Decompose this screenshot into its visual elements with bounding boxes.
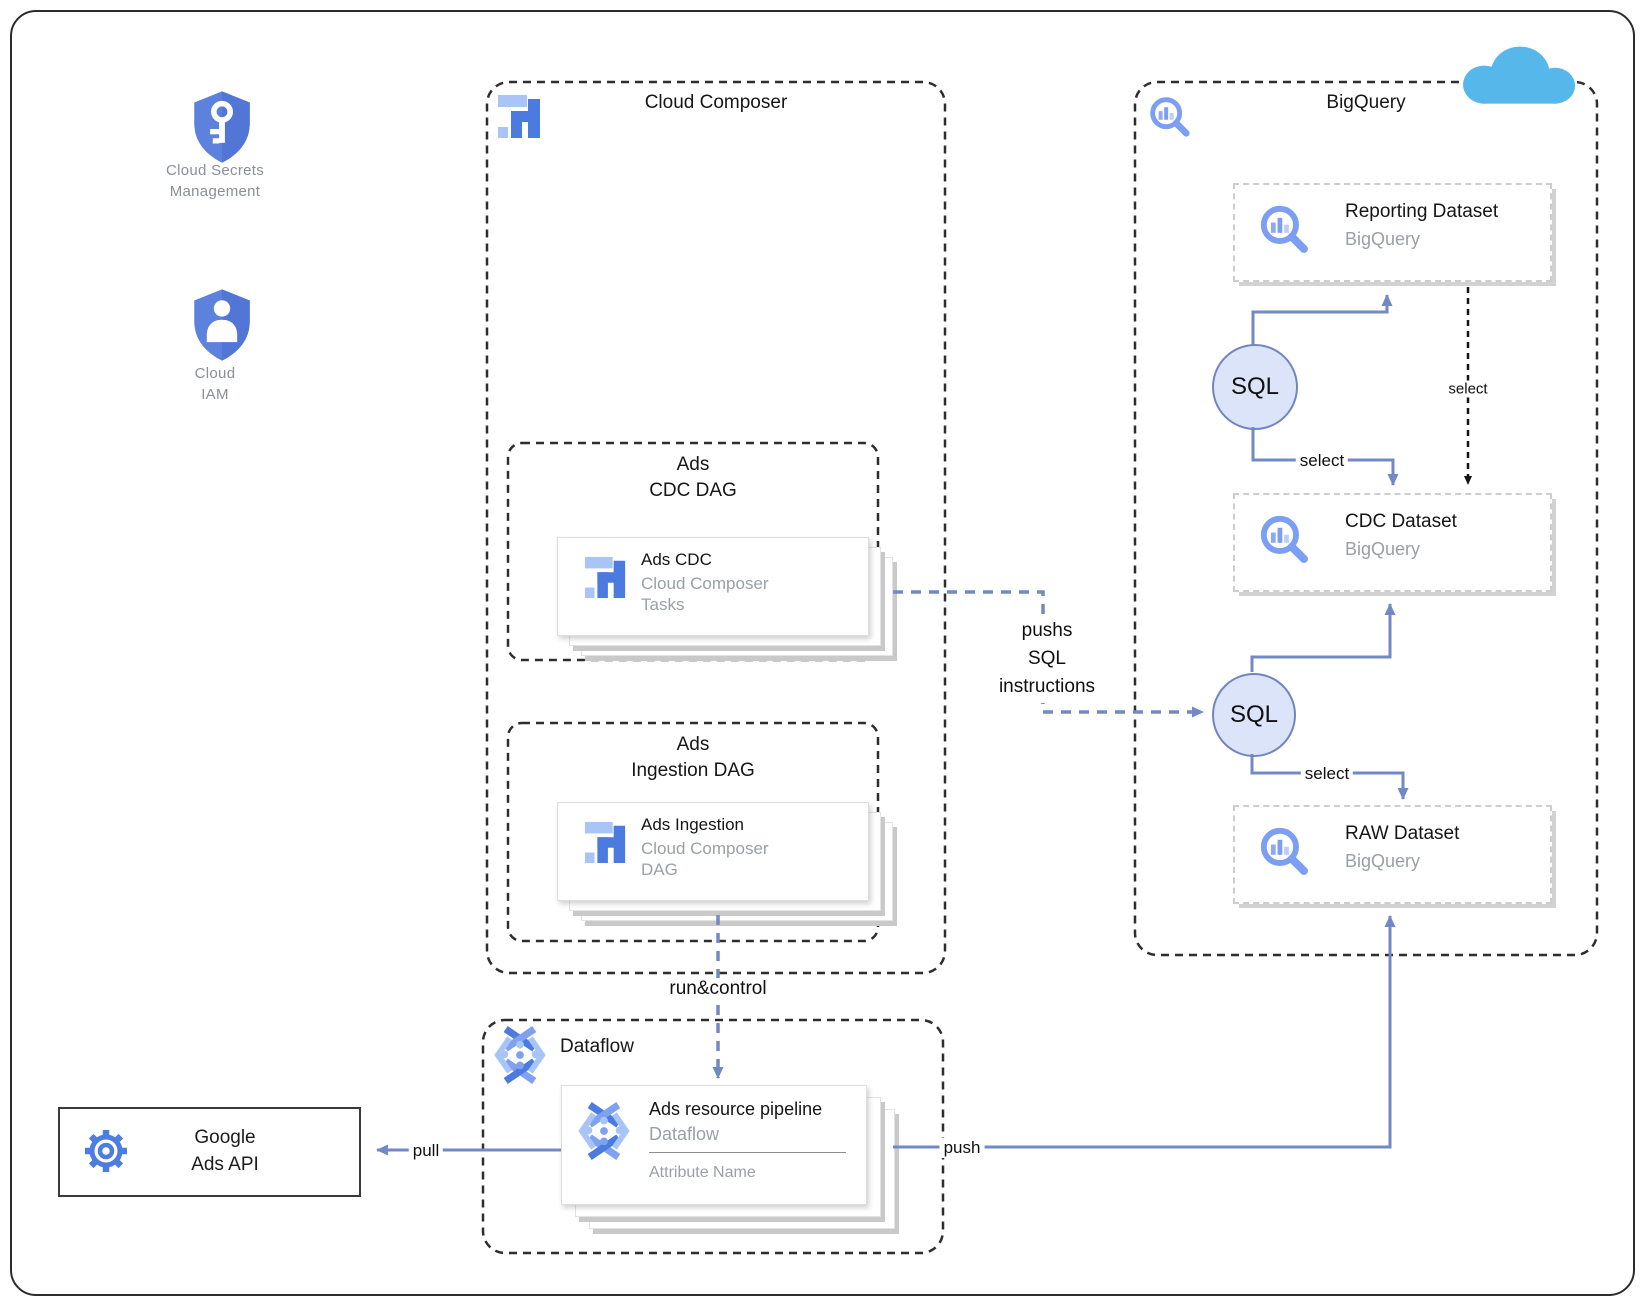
select-label-dashed: select [1444, 380, 1492, 398]
bigquery-icon [1260, 205, 1308, 253]
pull-label: pull [408, 1141, 444, 1161]
cloud-iam-label-line2: IAM [201, 386, 229, 403]
bigquery-icon [1260, 515, 1308, 563]
cloud-iam-label: Cloud IAM [125, 363, 305, 405]
sql-node-bottom-label: SQL [1229, 701, 1279, 728]
ads-cdc-card-subtitle-line1: Cloud Composer [641, 574, 769, 593]
cloud-iam-shield-icon [194, 289, 250, 361]
cloud-secrets-label-line2: Management [169, 183, 261, 200]
cdc-dataset-title: CDC Dataset [1345, 511, 1457, 532]
push-label: push [939, 1138, 985, 1158]
ads-cdc-dag-title-line2: CDC DAG [649, 480, 737, 501]
google-ads-api-label-line2: Ads API [191, 1154, 259, 1175]
ads-ingestion-card-subtitle: Cloud Composer DAG [641, 838, 769, 880]
sql-node-bottom: SQL [1212, 673, 1296, 757]
bigquery-icon [1260, 827, 1308, 875]
ads-cdc-card-subtitle: Cloud Composer Tasks [641, 573, 769, 615]
pipeline-card-subtitle: Dataflow [649, 1124, 720, 1144]
select-label-bottom: select [1300, 764, 1354, 784]
ads-ingestion-card-title: Ads Ingestion [641, 815, 745, 834]
cloud-composer-icon [498, 95, 540, 138]
google-ads-api-label-line1: Google [194, 1127, 256, 1148]
pipeline-card-field: Attribute Name [649, 1164, 756, 1181]
ads-ingestion-dag-title-line1: Ads [676, 734, 710, 755]
raw-dataset-title: RAW Dataset [1345, 823, 1460, 844]
pipeline-card-title: Ads resource pipeline [649, 1099, 823, 1119]
cloud-composer-title: Cloud Composer [644, 92, 788, 113]
cdc-dataset-subtitle: BigQuery [1345, 539, 1421, 559]
cloud-secrets-label-line1: Cloud Secrets [165, 162, 265, 179]
dataflow-icon [494, 1026, 546, 1084]
sql-node-top-label: SQL [1230, 373, 1280, 400]
cloud-composer-icon [584, 556, 626, 599]
ads-cdc-card-title: Ads CDC [641, 550, 712, 569]
pushs-sql-label-line2: SQL [1027, 648, 1067, 669]
ads-ingestion-card-subtitle-line2: DAG [641, 860, 678, 879]
ads-ingestion-dag-title: Ads Ingestion DAG [523, 732, 863, 784]
select-label-top: select [1295, 451, 1349, 471]
cloud-composer-icon [584, 821, 626, 864]
google-ads-api-label: Google Ads API [140, 1124, 310, 1178]
google-ads-api-box: Google Ads API [58, 1107, 361, 1197]
sql-node-top: SQL [1212, 344, 1298, 430]
cloud-secrets-shield-icon [194, 91, 250, 163]
pipeline-card: Ads resource pipeline Dataflow Attribute… [561, 1085, 867, 1205]
raw-dataset-card: RAW Dataset BigQuery [1233, 805, 1552, 904]
pushs-sql-label-line1: pushs [1021, 620, 1073, 641]
pipeline-card-divider [649, 1152, 846, 1153]
pushs-sql-label-line3: instructions [998, 676, 1096, 697]
raw-dataset-subtitle: BigQuery [1345, 851, 1421, 871]
cloud-secrets-label: Cloud Secrets Management [125, 160, 305, 202]
ads-ingestion-card: Ads Ingestion Cloud Composer DAG [557, 802, 869, 901]
ads-cdc-card: Ads CDC Cloud Composer Tasks [557, 537, 869, 636]
outer-frame [10, 10, 1635, 1296]
cloud-icon [1463, 46, 1576, 104]
dataflow-icon [578, 1102, 630, 1160]
reporting-dataset-card: Reporting Dataset BigQuery [1233, 183, 1552, 282]
ads-ingestion-card-subtitle-line1: Cloud Composer [641, 839, 769, 858]
pushs-sql-instructions-label: pushs SQL instructions [992, 615, 1102, 703]
run-control-label: run&control [665, 978, 771, 1000]
ads-cdc-dag-title: Ads CDC DAG [523, 452, 863, 504]
ads-cdc-dag-title-line1: Ads [676, 454, 710, 475]
reporting-dataset-title: Reporting Dataset [1345, 201, 1499, 222]
cdc-dataset-card: CDC Dataset BigQuery [1233, 493, 1552, 592]
reporting-dataset-subtitle: BigQuery [1345, 229, 1421, 249]
ads-ingestion-dag-title-line2: Ingestion DAG [631, 760, 755, 781]
gear-icon [85, 1130, 127, 1172]
bigquery-icon [1150, 97, 1190, 137]
ads-cdc-card-subtitle-line2: Tasks [641, 595, 685, 614]
dataflow-title: Dataflow [560, 1036, 634, 1057]
cloud-iam-label-line1: Cloud [194, 365, 236, 382]
